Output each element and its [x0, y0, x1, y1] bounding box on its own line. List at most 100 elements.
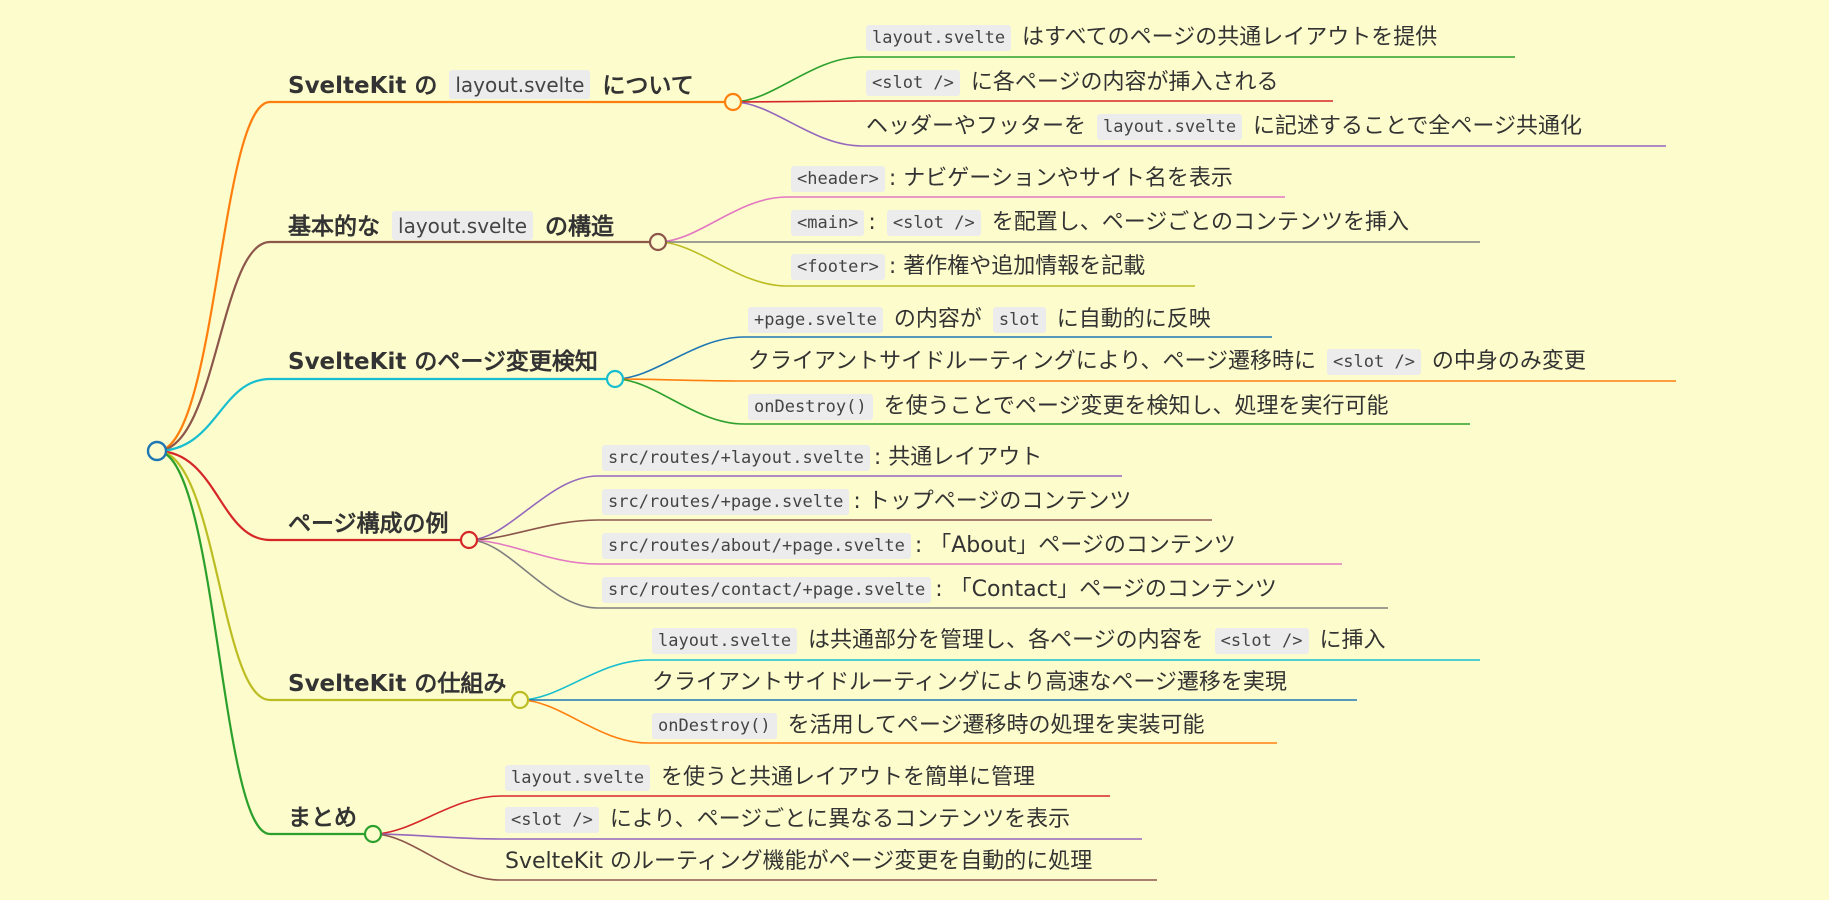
label-text: 基本的な	[288, 214, 389, 240]
label-text: の中身のみ変更	[1424, 349, 1586, 374]
code-chip: <footer>	[791, 254, 885, 280]
branch-link	[156, 100, 733, 453]
label-text: を使うと共通レイアウトを簡単に管理	[654, 765, 1036, 790]
label-text: について	[594, 73, 694, 99]
leaf-label: <header>: ナビゲーションやサイト名を表示	[791, 166, 1233, 192]
leaf-label: src/routes/+layout.svelte: 共通レイアウト	[602, 445, 1042, 471]
branch-label: SvelteKit の layout.svelte について	[288, 70, 694, 99]
leaf-label: <slot /> に各ページの内容が挿入される	[866, 70, 1278, 96]
code-chip: +page.svelte	[748, 307, 883, 333]
code-chip: <slot />	[1327, 349, 1421, 375]
label-text: SvelteKit のページ変更検知	[288, 349, 598, 375]
leaf-link	[657, 241, 1195, 287]
label-text: に挿入	[1312, 628, 1386, 653]
code-chip: <slot />	[1214, 628, 1309, 654]
leaf-link	[468, 539, 1388, 609]
branch-label: 基本的な layout.svelte の構造	[288, 211, 614, 240]
leaf-link	[657, 196, 1285, 243]
mindmap-nodes	[146, 92, 743, 844]
label-text: : トップページのコンテンツ	[853, 489, 1132, 514]
label-text: ページ構成の例	[288, 511, 449, 537]
label-text: の構造	[537, 214, 615, 240]
leaf-link	[732, 56, 1515, 103]
label-text: に記述することで全ページ共通化	[1246, 114, 1582, 139]
leaf-link	[519, 699, 1277, 744]
code-chip: <main>	[791, 210, 865, 236]
branch-node-circle	[605, 369, 625, 389]
leaf-link	[732, 101, 1666, 147]
code-chip: src/routes/about/+page.svelte	[602, 533, 911, 559]
label-text: SvelteKit の	[288, 73, 446, 99]
label-text: に各ページの内容が挿入される	[963, 70, 1279, 95]
leaf-link	[614, 378, 1470, 425]
label-text: SvelteKit の仕組み	[288, 671, 507, 697]
branch-link	[156, 449, 373, 836]
code-chip: src/routes/+layout.svelte	[602, 445, 870, 471]
leaf-label: +page.svelte の内容が slot に自動的に反映	[748, 307, 1211, 333]
leaf-link	[468, 519, 1212, 541]
label-text: ヘッダーやフッターを	[866, 114, 1093, 139]
label-text: :	[868, 210, 883, 235]
branch-label: まとめ	[288, 807, 357, 830]
label-text: : ナビゲーションやサイト名を表示	[888, 166, 1233, 191]
leaf-label: src/routes/contact/+page.svelte: 「Contac…	[602, 577, 1277, 603]
label-text: クライアントサイドルーティングにより高速なページ遷移を実現	[652, 670, 1287, 695]
label-text: : 「About」ページのコンテンツ	[914, 533, 1236, 558]
code-chip: layout.svelte	[505, 765, 651, 791]
code-chip: slot	[992, 307, 1046, 333]
code-chip: onDestroy()	[748, 394, 873, 420]
code-chip: <slot />	[886, 210, 981, 236]
leaf-link	[519, 659, 1480, 701]
label-text: SvelteKit のルーティング機能がページ変更を自動的に処理	[505, 849, 1093, 874]
label-text: を配置し、ページごとのコンテンツを挿入	[984, 210, 1410, 235]
code-chip: src/routes/+page.svelte	[602, 489, 850, 515]
label-text: はすべてのページの共通レイアウトを提供	[1015, 25, 1438, 50]
leaf-label: <footer>: 著作権や追加情報を記載	[791, 254, 1145, 280]
root-node-circle	[146, 440, 168, 462]
leaf-label: onDestroy() を使うことでページ変更を検知し、処理を実行可能	[748, 394, 1389, 420]
label-text: を活用してページ遷移時の処理を実装可能	[780, 713, 1205, 738]
label-text: に自動的に反映	[1049, 307, 1211, 332]
label-text: は共通部分を管理し、各ページの内容を	[801, 628, 1211, 653]
leaf-link	[468, 539, 1342, 565]
code-chip: layout.svelte	[866, 25, 1012, 51]
branch-link	[156, 449, 469, 542]
code-chip: layout.svelte	[652, 628, 798, 654]
branch-node-circle	[459, 530, 479, 550]
leaf-link	[372, 833, 1157, 881]
branch-label: ページ構成の例	[288, 513, 449, 536]
label-text: まとめ	[288, 805, 357, 831]
code-chip: layout.svelte	[392, 211, 534, 240]
label-text: により、ページごとに異なるコンテンツを表示	[602, 807, 1071, 832]
code-chip: <slot />	[866, 70, 960, 96]
leaf-label: onDestroy() を活用してページ遷移時の処理を実装可能	[652, 713, 1205, 739]
label-text: : 著作権や追加情報を記載	[888, 254, 1146, 279]
branch-link	[156, 240, 658, 453]
code-chip: onDestroy()	[652, 713, 777, 739]
branch-link	[156, 449, 520, 702]
leaf-link	[372, 795, 1110, 835]
code-chip: src/routes/contact/+page.svelte	[602, 577, 932, 603]
leaf-label: layout.svelte を使うと共通レイアウトを簡単に管理	[505, 765, 1035, 791]
leaf-label: src/routes/+page.svelte: トップページのコンテンツ	[602, 489, 1131, 515]
leaf-label: <main>: <slot /> を配置し、ページごとのコンテンツを挿入	[791, 210, 1409, 236]
leaf-label: ヘッダーやフッターを layout.svelte に記述することで全ページ共通化	[866, 114, 1582, 140]
leaf-label: layout.svelte はすべてのページの共通レイアウトを提供	[866, 25, 1437, 51]
leaf-label: <slot /> により、ページごとに異なるコンテンツを表示	[505, 807, 1070, 833]
code-chip: <slot />	[505, 807, 599, 833]
leaf-label: クライアントサイドルーティングにより高速なページ遷移を実現	[652, 672, 1287, 694]
branch-node-circle	[363, 824, 383, 844]
leaf-link	[468, 475, 1122, 541]
branch-link	[156, 377, 615, 453]
leaf-label: layout.svelte は共通部分を管理し、各ページの内容を <slot /…	[652, 628, 1386, 654]
code-chip: <header>	[791, 166, 885, 192]
branch-node-circle	[510, 690, 530, 710]
leaf-link	[732, 100, 1333, 103]
label-text: : 「Contact」ページのコンテンツ	[935, 577, 1277, 602]
branch-label: SvelteKit の仕組み	[288, 673, 506, 696]
label-text: を使うことでページ変更を検知し、処理を実行可能	[876, 394, 1389, 419]
branch-node-circle	[648, 232, 668, 252]
code-chip: layout.svelte	[1097, 114, 1243, 140]
mindmap-links	[156, 56, 1676, 881]
